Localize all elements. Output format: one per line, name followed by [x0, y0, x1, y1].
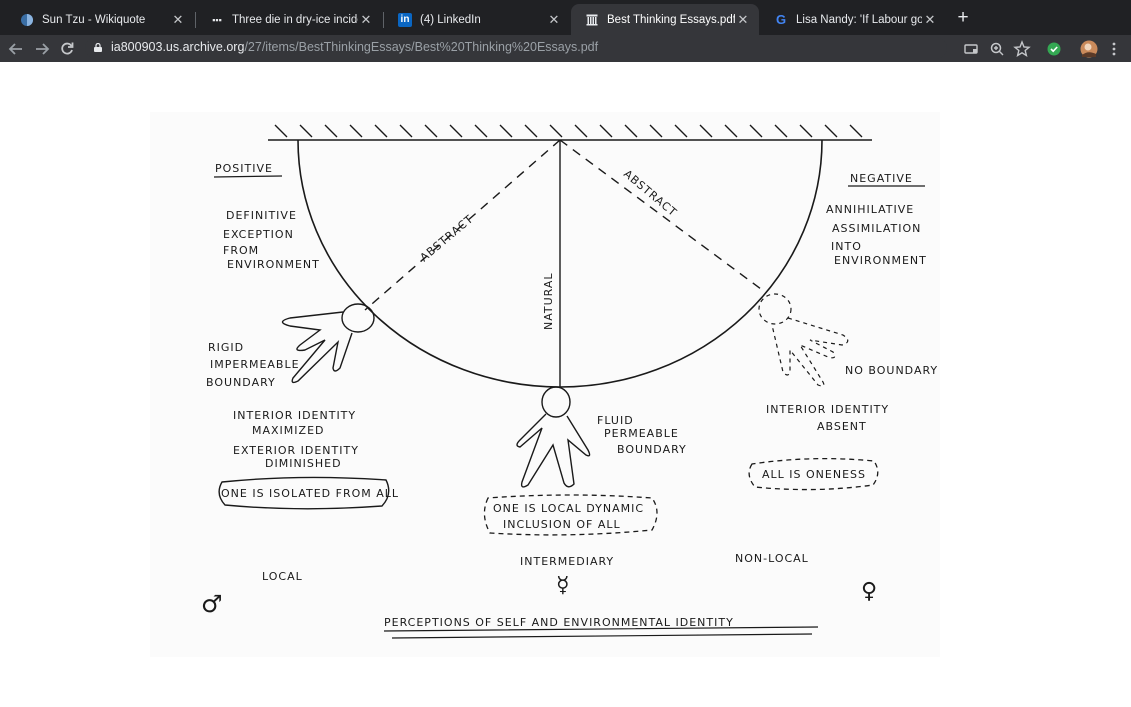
caption-underline [383, 626, 819, 639]
local-inclusion-bubble [483, 494, 658, 536]
archive-icon [585, 13, 599, 27]
fluid-line-3: BOUNDARY [617, 443, 687, 456]
url-path: /27/items/BestThinkingEssays/Best%20Thin… [244, 40, 599, 54]
natural-label: NATURAL [542, 272, 555, 330]
linkedin-icon: in [398, 12, 412, 27]
tab-title: (4) LinkedIn [420, 13, 481, 26]
avatar [1080, 40, 1098, 58]
arrow-right-icon [36, 43, 50, 55]
positive-label: POSITIVE [215, 162, 273, 175]
menu-button[interactable] [1103, 38, 1125, 60]
tab-title: Lisa Nandy: 'If Labour got thing [796, 13, 922, 26]
reload-button[interactable] [56, 38, 78, 60]
fluid-figure [516, 386, 591, 488]
tab-wikiquote[interactable]: Sun Tzu - Wikiquote ✕ [6, 4, 194, 35]
interior-absent-line-2: ABSENT [817, 420, 867, 433]
zoom-button[interactable] [986, 38, 1008, 60]
fluid-line-2: PERMEABLE [604, 427, 679, 440]
close-tab-icon[interactable]: ✕ [737, 11, 749, 27]
rigid-figure [281, 303, 375, 384]
perceptions-diagram: POSITIVE NEGATIVE DEFINITIVE EXCEPTION F… [150, 112, 940, 657]
exterior-dim-line-2: DIMINISHED [265, 457, 342, 470]
oneness-text: ALL IS ONENESS [762, 468, 866, 481]
tab-title: Three die in dry-ice incident at [232, 13, 358, 26]
close-tab-icon[interactable]: ✕ [548, 11, 560, 27]
local-label: LOCAL [262, 570, 303, 583]
lock-icon [94, 43, 102, 52]
tab-strip: Sun Tzu - Wikiquote ✕ ▪▪▪ Three die in d… [0, 0, 1131, 35]
star-icon [1013, 40, 1031, 57]
rigid-line-3: BOUNDARY [206, 376, 276, 389]
bookmark-button[interactable] [1011, 38, 1033, 60]
abstract-line-right [559, 139, 766, 293]
browser-toolbar: ia800903.us.archive.org/27/items/BestThi… [0, 35, 1131, 62]
new-tab-button[interactable]: + [957, 7, 969, 28]
venus-symbol: ♀ [861, 579, 877, 604]
tab-separator [195, 12, 196, 28]
cast-button[interactable] [960, 38, 982, 60]
close-tab-icon[interactable]: ✕ [360, 11, 372, 27]
tab-linkedin[interactable]: in (4) LinkedIn ✕ [384, 4, 570, 35]
right-desc-line-2: ASSIMILATION [832, 222, 921, 235]
left-desc-line-3: FROM [223, 244, 259, 257]
abstract-line-left [364, 139, 561, 311]
left-desc-line-2: EXCEPTION [223, 228, 294, 241]
tab-title: Best Thinking Essays.pdf [607, 13, 735, 26]
google-icon: G [775, 12, 787, 27]
close-tab-icon[interactable]: ✕ [172, 11, 184, 27]
interior-absent-line-1: INTERIOR IDENTITY [766, 403, 889, 416]
interior-max-line-2: MAXIMIZED [252, 424, 325, 437]
no-boundary-label: NO BOUNDARY [845, 364, 938, 377]
pdf-viewer: POSITIVE NEGATIVE DEFINITIVE EXCEPTION F… [0, 62, 1131, 707]
cast-icon [964, 44, 978, 54]
local-inclusion-line-1: ONE IS LOCAL DYNAMIC [493, 502, 644, 515]
kebab-menu-icon [1112, 42, 1116, 56]
news-icon: ▪▪▪ [212, 14, 222, 25]
zoom-icon [990, 42, 1004, 56]
mercury-symbol: ☿ [556, 573, 570, 598]
scanned-page [150, 112, 940, 657]
forward-button[interactable] [31, 38, 53, 60]
positive-underline [213, 175, 283, 178]
right-desc-line-3: INTO [831, 240, 862, 253]
url-domain: ia800903.us.archive.org [111, 40, 245, 54]
left-desc-line-4: ENVIRONMENT [227, 258, 320, 271]
isolated-text: ONE IS ISOLATED FROM ALL [221, 487, 399, 500]
wikiquote-icon [20, 13, 34, 27]
check-circle-icon [1047, 42, 1061, 56]
intermediary-label: INTERMEDIARY [520, 555, 614, 568]
back-button[interactable] [5, 38, 27, 60]
tab-lisa-nandy[interactable]: G Lisa Nandy: 'If Labour got thing ✕ [760, 4, 946, 35]
diagram-caption: PERCEPTIONS OF SELF AND ENVIRONMENTAL ID… [384, 616, 734, 629]
rigid-line-2: IMPERMEABLE [210, 358, 300, 371]
mars-symbol: ♂ [201, 590, 223, 618]
reload-icon [61, 42, 74, 55]
extension-button[interactable] [1043, 38, 1065, 60]
local-inclusion-line-2: INCLUSION OF ALL [503, 518, 621, 531]
ceiling-hatch [268, 124, 872, 141]
oneness-bubble [748, 457, 879, 491]
negative-label: NEGATIVE [850, 172, 913, 185]
close-tab-icon[interactable]: ✕ [924, 11, 936, 27]
no-boundary-figure [758, 293, 849, 387]
left-desc-line-1: DEFINITIVE [226, 209, 297, 222]
url-text: ia800903.us.archive.org/27/items/BestThi… [111, 40, 598, 54]
address-bar[interactable]: ia800903.us.archive.org/27/items/BestThi… [85, 37, 947, 59]
tab-title: Sun Tzu - Wikiquote [42, 13, 146, 26]
tab-separator [383, 12, 384, 28]
interior-max-line-1: INTERIOR IDENTITY [233, 409, 356, 422]
non-local-label: NON-LOCAL [735, 552, 809, 565]
isolated-bubble [218, 476, 390, 510]
exterior-dim-line-1: EXTERIOR IDENTITY [233, 444, 359, 457]
arrow-left-icon [8, 43, 22, 55]
profile-button[interactable] [1078, 38, 1100, 60]
tab-news[interactable]: ▪▪▪ Three die in dry-ice incident at ✕ [196, 4, 382, 35]
right-desc-line-4: ENVIRONMENT [834, 254, 927, 267]
rigid-line-1: RIGID [208, 341, 244, 354]
fluid-line-1: FLUID [597, 414, 634, 427]
right-desc-line-1: ANNIHILATIVE [826, 203, 914, 216]
tab-best-thinking-essays[interactable]: Best Thinking Essays.pdf ✕ [571, 4, 759, 35]
